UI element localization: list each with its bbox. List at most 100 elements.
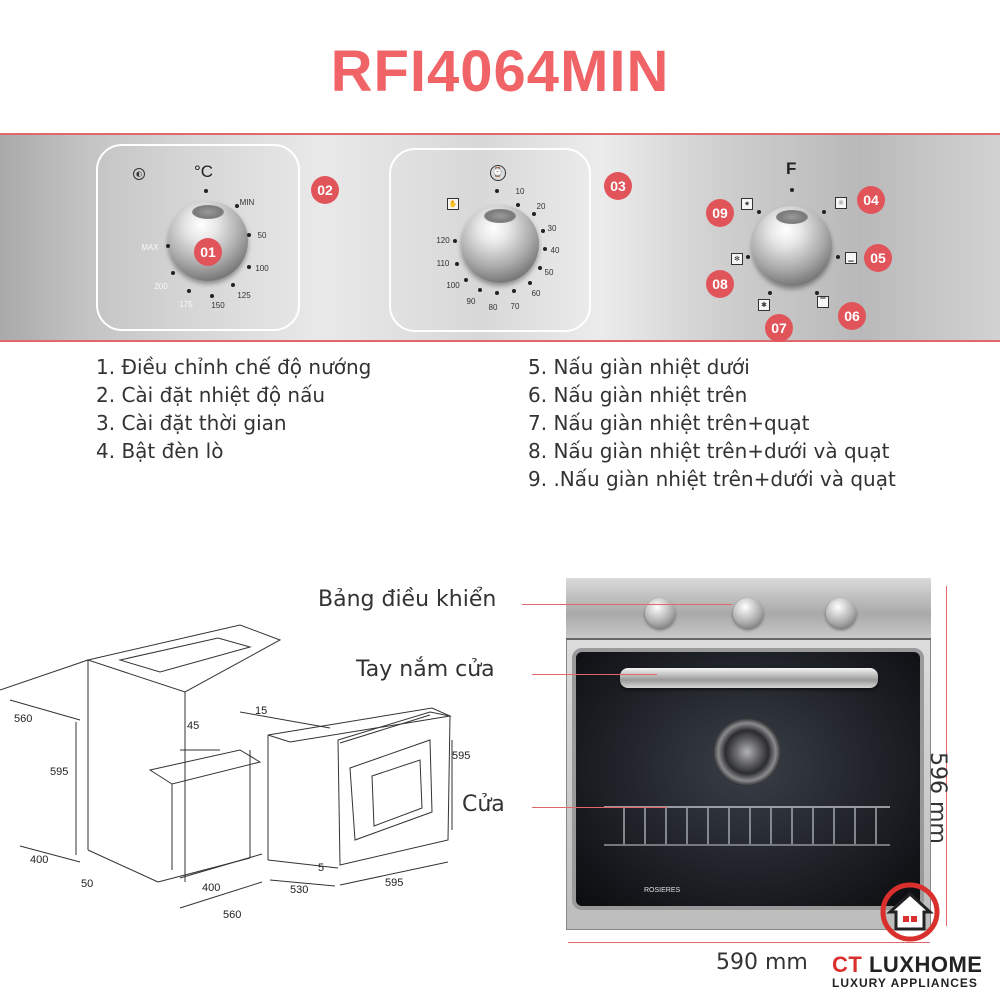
badge-03: 03	[604, 172, 632, 200]
scale-max: MAX	[141, 243, 159, 252]
scale-dot	[532, 212, 536, 216]
scale-175: 175	[179, 300, 193, 309]
dim-530: 530	[290, 884, 309, 896]
timer-40: 40	[550, 246, 560, 255]
scale-50: 50	[257, 231, 267, 240]
timer-70: 70	[510, 302, 520, 311]
scale-min: MIN	[239, 198, 255, 207]
scale-dot	[210, 294, 214, 298]
scale-200: 200	[154, 282, 168, 291]
scale-dot	[746, 255, 750, 259]
scale-dot	[464, 278, 468, 282]
scale-dot	[836, 255, 840, 259]
timer-100: 100	[446, 281, 460, 290]
badge-05: 05	[864, 244, 892, 272]
scale-150: 150	[211, 301, 225, 310]
scale-dot	[495, 291, 499, 295]
brand-tagline: LUXURY APPLIANCES	[832, 976, 978, 990]
top-bottom-fan-icon: ✻	[731, 253, 743, 265]
oven-brand: ROSIERES	[644, 887, 681, 894]
badge-02: 02	[311, 176, 339, 204]
control-panel-photo: ◐ °C 01 MIN 50 100 125 150 175 200 MAX 0…	[0, 133, 1000, 342]
oven-knob-right	[826, 598, 856, 628]
dim-595-bottom: 595	[385, 877, 404, 889]
timer-knob-frame	[389, 148, 591, 332]
fan-icon	[713, 718, 781, 786]
oven-handle	[620, 668, 878, 688]
logo-luxhome: LUXHOME	[868, 952, 983, 977]
legend-item: 4. Bật đèn lò	[96, 439, 224, 463]
dim-400-left: 400	[30, 854, 49, 866]
legend-item: 9. .Nấu giàn nhiệt trên+dưới và quạt	[528, 467, 896, 491]
dim-5: 5	[318, 862, 325, 874]
bottom-heat-icon: ▁	[845, 252, 857, 264]
timer-30: 30	[547, 224, 557, 233]
top-heat-icon: ▔	[817, 296, 829, 308]
scale-dot	[171, 271, 175, 275]
function-knob[interactable]	[752, 206, 832, 286]
timer-50: 50	[544, 268, 554, 277]
knob3-marker-dot	[790, 188, 794, 192]
scale-dot	[231, 283, 235, 287]
label-door: Cửa	[462, 792, 505, 817]
badge-07: 07	[765, 314, 793, 342]
scale-dot	[187, 289, 191, 293]
badge-01: 01	[194, 238, 222, 266]
timer-60: 60	[531, 289, 541, 298]
top-fan-icon: ✱	[758, 299, 770, 311]
scale-dot	[512, 289, 516, 293]
manual-icon: ✋	[447, 198, 459, 210]
legend-item: 3. Cài đặt thời gian	[96, 411, 287, 435]
label-door-handle: Tay nắm cửa	[356, 657, 495, 682]
dim-560-top: 560	[14, 713, 33, 725]
scale-dot	[822, 210, 826, 214]
leader-line	[522, 604, 732, 605]
height-dimension: 596 mm	[925, 752, 950, 844]
dim-15: 15	[255, 705, 268, 717]
legend-item: 5. Nấu giàn nhiệt dưới	[528, 355, 750, 379]
scale-dot	[815, 291, 819, 295]
scale-dot	[538, 266, 542, 270]
leader-line	[532, 674, 657, 675]
grill-fan-icon: ✷	[741, 198, 753, 210]
scale-dot	[453, 239, 457, 243]
timer-20: 20	[536, 202, 546, 211]
label-control-panel: Bảng điều khiển	[318, 587, 497, 612]
legend-item: 6. Nấu giàn nhiệt trên	[528, 383, 748, 407]
leader-line	[532, 807, 667, 808]
dim-50: 50	[81, 878, 94, 890]
scale-dot	[247, 233, 251, 237]
timer-90: 90	[466, 297, 476, 306]
scale-125: 125	[237, 291, 251, 300]
timer-110: 110	[436, 259, 450, 268]
badge-08: 08	[706, 270, 734, 298]
product-title: RFI4064MIN	[330, 39, 670, 104]
clock-icon: ⌚	[490, 165, 506, 181]
height-dim-line	[946, 586, 947, 926]
scale-dot	[543, 247, 547, 251]
legend-item: 8. Nấu giàn nhiệt trên+dưới và quạt	[528, 439, 890, 463]
celsius-label: °C	[194, 162, 214, 181]
house-logo-icon	[880, 882, 940, 942]
scale-dot	[528, 281, 532, 285]
dim-595-right: 595	[452, 750, 471, 762]
knob2-marker-dot	[495, 189, 499, 193]
installation-drawing	[0, 624, 453, 909]
scale-dot	[247, 265, 251, 269]
dim-595-left: 595	[50, 766, 69, 778]
scale-dot	[166, 244, 170, 248]
scale-dot	[541, 229, 545, 233]
dim-45: 45	[187, 720, 200, 732]
timer-120: 120	[436, 236, 450, 245]
legend-item: 1. Điều chỉnh chế độ nướng	[96, 355, 372, 379]
legend-left: 1. Điều chỉnh chế độ nướng 2. Cài đặt nh…	[96, 353, 371, 465]
scale-dot	[478, 288, 482, 292]
scale-100: 100	[255, 264, 269, 273]
badge-06: 06	[838, 302, 866, 330]
brand-logo: CT LUXHOME	[832, 952, 982, 978]
scale-dot	[455, 262, 459, 266]
legend-right: 5. Nấu giàn nhiệt dưới 6. Nấu giàn nhiệt…	[528, 353, 896, 493]
oven-rack	[604, 806, 890, 846]
timer-knob[interactable]	[461, 205, 539, 283]
width-dim-line	[568, 942, 930, 943]
